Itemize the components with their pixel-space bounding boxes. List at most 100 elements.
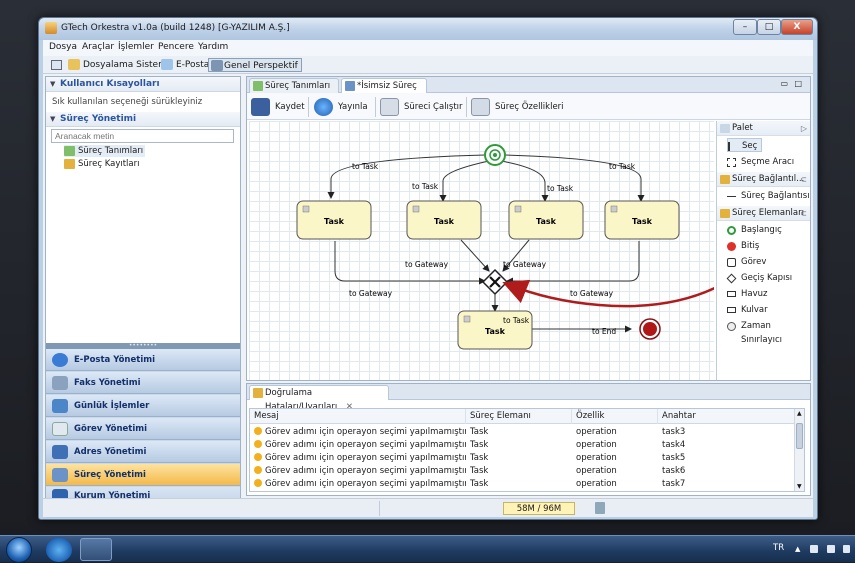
palette-pool[interactable]: Havuz (727, 287, 767, 301)
nav-gorev[interactable]: Görev Yönetimi (46, 418, 240, 440)
palette-gateway[interactable]: Geçiş Kapısı (726, 271, 792, 285)
scroll-thumb[interactable] (796, 423, 803, 449)
window-content: Dosya Araçlar İşlemler Pencere Yardım Do… (43, 40, 813, 518)
flag-icon[interactable] (810, 545, 818, 553)
minimize-button[interactable]: – (733, 19, 757, 35)
palette-header[interactable]: Palet ▷ (717, 121, 810, 136)
nav-surec[interactable]: Süreç Yönetimi (46, 464, 240, 486)
nav-faks[interactable]: Faks Yönetimi (46, 372, 240, 394)
column-property[interactable]: Özellik (572, 409, 658, 424)
start-button[interactable] (6, 537, 32, 563)
edge-task1-to-gateway[interactable] (334, 241, 486, 285)
collapse-icon: ▼ (50, 80, 56, 88)
tree-item-label: Süreç Kayıtları (78, 159, 140, 169)
edge-label: to Gateway (503, 260, 547, 269)
process-header[interactable]: ▼ Süreç Yönetimi (46, 112, 240, 127)
save-button[interactable]: Kaydet (251, 97, 305, 117)
task-node[interactable]: Task (508, 200, 584, 240)
scroll-down-icon[interactable]: ▼ (797, 483, 802, 490)
maximize-button[interactable]: □ (757, 19, 781, 35)
menu-yardim[interactable]: Yardım (198, 42, 229, 52)
menu-araclar[interactable]: Araçlar (82, 42, 115, 52)
palette-end[interactable]: Bitiş (727, 239, 759, 253)
vertical-scrollbar[interactable]: ▲ ▼ (794, 409, 804, 491)
edge-label: to Gateway (349, 289, 393, 298)
pin-icon[interactable]: ⊂ (800, 209, 807, 218)
show-hidden-icons-icon[interactable]: ▲ (795, 545, 801, 553)
title-bar[interactable]: GTech Orkestra v1.0a (build 1248) [G-YAZ… (39, 18, 817, 40)
tree-item-process-definitions[interactable]: Süreç Tanımları (64, 145, 146, 157)
close-tab-icon[interactable]: ✕ (345, 402, 354, 412)
nav-eposta[interactable]: E-Posta Yönetimi (46, 349, 240, 371)
menu-pencere[interactable]: Pencere (158, 42, 194, 52)
palette-icon (720, 124, 730, 133)
elements-header[interactable]: Süreç Elemanları ⊂ (717, 206, 810, 221)
palette-connection[interactable]: Süreç Bağlantısı (727, 189, 810, 203)
tool-label: Kulvar (741, 305, 768, 315)
column-key[interactable]: Anahtar (662, 411, 696, 421)
perspective-dosyalama[interactable]: Dosyalama Sistemi (68, 58, 169, 72)
process-properties-button[interactable]: Süreç Özellikleri (471, 97, 564, 117)
column-element[interactable]: Süreç Elemanı (466, 409, 572, 424)
pin-icon[interactable]: ⊂ (800, 175, 807, 184)
table-row[interactable]: Görev adımı için operayon seçimi yapılma… (250, 465, 796, 478)
edge-task2-to-gateway[interactable] (460, 239, 490, 272)
publish-button[interactable]: Yayınla (314, 97, 368, 117)
task-node[interactable]: Task (406, 200, 482, 240)
menu-dosya[interactable]: Dosya (49, 42, 77, 52)
collapse-arrow-icon[interactable]: ▷ (800, 124, 807, 133)
shortcuts-header[interactable]: ▼ Kullanıcı Kısayolları (46, 77, 240, 92)
perspective-genel[interactable]: Genel Perspektif (208, 58, 302, 72)
task-node[interactable]: Task (296, 200, 372, 240)
connections-header[interactable]: Süreç Bağlantıl... ⊂ (717, 172, 810, 187)
edge-start-to-task2[interactable] (439, 160, 490, 202)
checklist-icon (52, 422, 68, 436)
palette-timer[interactable]: Zaman Sınırlayıcı (727, 319, 810, 345)
run-process-button[interactable]: Süreci Çalıştır (380, 97, 463, 117)
maximize-view-icon[interactable]: □ (794, 79, 802, 88)
task-node[interactable]: Task (604, 200, 680, 240)
cell-key: task4 (662, 440, 686, 450)
edge-label: to Task (547, 184, 574, 193)
table-row[interactable]: Görev adımı için operayon seçimi yapılma… (250, 452, 796, 465)
table-row[interactable]: Görev adımı için operayon seçimi yapılma… (250, 439, 796, 452)
table-row[interactable]: Görev adımı için operayon seçimi yapılma… (250, 478, 796, 491)
menu-islemler[interactable]: İşlemler (118, 42, 154, 52)
splitter-grip[interactable]: •••••••• (46, 343, 240, 349)
network-icon[interactable] (827, 545, 835, 553)
close-button[interactable]: X (781, 19, 813, 35)
palette-task[interactable]: Görev (727, 255, 766, 269)
tab-untitled-process[interactable]: *İsimsiz Süreç ✕ (341, 78, 427, 105)
diagram-canvas[interactable]: Task Task Task Task (249, 121, 714, 380)
orkestra-taskbar-icon[interactable] (80, 538, 112, 561)
search-input[interactable] (51, 129, 234, 143)
language-indicator[interactable]: TR (773, 543, 785, 553)
column-message[interactable]: Mesaj (250, 409, 466, 424)
perspective-icon[interactable] (51, 60, 62, 70)
minimize-view-icon[interactable]: ▭ (780, 79, 788, 88)
task-node[interactable]: Task (457, 310, 533, 350)
edge-start-to-task4[interactable] (504, 154, 645, 202)
volume-icon[interactable] (843, 545, 850, 553)
edge-start-to-task3[interactable] (500, 160, 549, 202)
palette-marquee-tool[interactable]: Seçme Aracı (727, 155, 794, 169)
edge-task3-to-gateway[interactable] (502, 239, 530, 272)
palette-select-tool[interactable]: Seç (727, 138, 763, 152)
garbage-collect-icon[interactable] (595, 502, 605, 514)
scroll-up-icon[interactable]: ▲ (797, 410, 802, 417)
tree-item-process-records[interactable]: Süreç Kayıtları (64, 158, 139, 170)
tab-process-definitions[interactable]: Süreç Tanımları (249, 78, 339, 93)
edge-start-to-task1[interactable] (327, 154, 486, 199)
exclusive-gateway[interactable] (481, 268, 509, 296)
palette-lane[interactable]: Kulvar (727, 303, 768, 317)
table-row[interactable]: Görev adımı için operayon seçimi yapılma… (250, 426, 796, 439)
internet-explorer-icon[interactable] (46, 538, 72, 562)
connection-icon (727, 196, 736, 197)
memory-indicator[interactable]: 58M / 96M (503, 502, 575, 515)
nav-gunluk[interactable]: Günlük İşlemler (46, 395, 240, 417)
nav-adres[interactable]: Adres Yönetimi (46, 441, 240, 463)
tab-validation[interactable]: Doğrulama Hataları/Uyarıları ✕ (249, 385, 389, 412)
edge-task4-to-gateway[interactable] (506, 241, 640, 285)
palette-start[interactable]: Başlangıç (727, 223, 782, 237)
perspective-eposta[interactable]: E-Posta (161, 58, 209, 72)
